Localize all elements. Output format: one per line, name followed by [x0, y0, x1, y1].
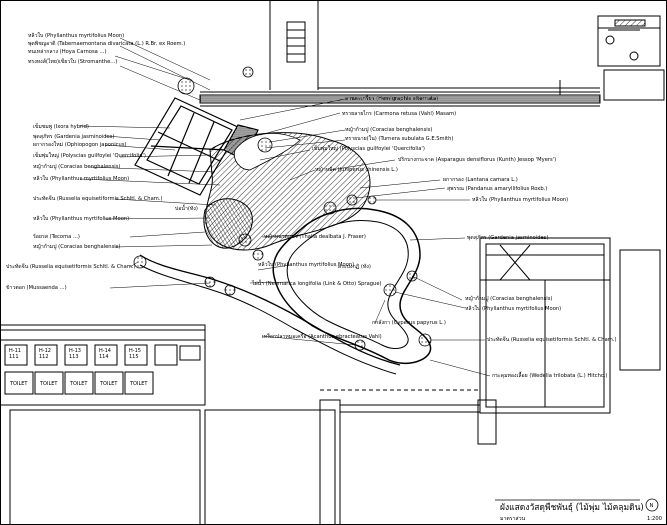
toilet-label: TOILET — [69, 381, 88, 387]
plant-label: ทนเหล่ากลาง (Hoya Carnosa ...) — [28, 49, 106, 55]
drawing-subtitle: มาตราส่วน — [500, 516, 525, 522]
pond-label: สระบงกฏิ (ทัง) — [338, 263, 371, 270]
plant-label: สุพรรณ (Pandanus amaryllifolius Roxb.) — [447, 186, 547, 192]
plant-label: หญ้าก้ามปู (Coracias benghalensis) — [345, 126, 432, 133]
drawing-scale: 1:200 — [647, 516, 662, 522]
plant-label: หญ้าหมิด (Juniperus chinensis L.) — [315, 166, 398, 173]
plant-label: ปริกบางกระจาด (Asparagus densiflorus (Ku… — [398, 156, 556, 163]
plant-label: ประทัดจีน (Russelia equisetiformis Schlt… — [487, 336, 617, 343]
toilet-label: TOILET — [9, 381, 28, 387]
footpath — [139, 254, 401, 366]
leader-lines — [79, 37, 491, 377]
plant-label: หลิวใบ (Phyllanthus myrtifolius Moon) — [33, 175, 129, 182]
building-right — [477, 237, 661, 445]
plant-label: ข้าวตอก (Mussaenda ...) — [6, 284, 67, 291]
plant-label: เหงือกปลาหมอเครือ (Acanthus ebracteatus … — [262, 333, 382, 340]
labels-center: หญ้าหนวดแมว (Thalia dealbata J. Fraser) … — [251, 233, 446, 340]
drawing-title: ผังแสดงวัสดุพืชพันธุ์ (ไม้พุ่ม ไม้คลุมดิ… — [500, 502, 644, 513]
plant-label: ผกากรองใหม่ (Ophiopogon japonicus) — [33, 141, 127, 148]
labels-right: ลานตะเกรียว (Hemigraphis alternata) ทราย… — [312, 95, 617, 379]
plant-label: พุดสุภัทร (Gardenia jasminoides) — [467, 234, 548, 241]
building-bottom — [9, 389, 480, 525]
plant-label: หญ้าก้ามปู (Coracias benghalensis) — [465, 295, 552, 302]
plant-label: ทรงหงส์(ไทย)เขียวใบ (Stromanthe...) — [28, 57, 117, 65]
plant-label: ทรายนาย(ใน) (Turnera subulata G.E.Smith) — [345, 135, 453, 142]
dormitory-block — [0, 324, 206, 406]
plant-label: ทรายลายไกร (Carmona retusa (Vahl) Masam) — [342, 109, 456, 117]
plant-label: กกลังกา (Cyperus papyrus L.) — [372, 319, 446, 326]
north-label: N — [650, 503, 654, 509]
title-block: ผังแสดงวัสดุพืชพันธุ์ (ไม้พุ่ม ไม้คลุมดิ… — [495, 498, 662, 522]
footpath-edge — [139, 264, 397, 375]
plant-label: เข็มชมพู (Ixora hybrid) — [33, 122, 89, 130]
pond-inner — [286, 220, 409, 349]
plant-label: ร้อยรส (Tecoma ...) — [33, 233, 80, 240]
plant-label: หลิวใบ (Phyllanthus myrtifolius Moon) — [472, 196, 568, 203]
toilet-label: TOILET — [129, 381, 148, 387]
building-top-right — [559, 15, 665, 102]
plant-label: หลิวใบ (Phyllanthus myrtifolius Moon) — [28, 32, 124, 39]
plant-label: เข็มพุ่มใหญ่ (Polyscias guilfoylei 'Quer… — [312, 144, 425, 152]
toilet-label: TOILET — [39, 381, 58, 387]
labels-left: หลิวใบ (Phyllanthus myrtifolius Moon) พุ… — [6, 32, 185, 291]
plant-label: พุดพิชญอาดิ (Tabernaemontana divaricata … — [28, 40, 185, 47]
plant-label: หญ้าก้ามปู (Coracias benghalensis) — [33, 163, 120, 170]
plant-label: เข็มพุ่มใหญ่ (Polyscias guilfoylei 'Quer… — [33, 151, 146, 159]
plant-label: หลิวใบ (Phyllanthus myrtifolius Moon) — [465, 305, 561, 312]
plant-label: หญ้าหนวดแมว (Thalia dealbata J. Fraser) — [264, 233, 366, 240]
plant-label: ประทัดจีน (Russelia equisetiformis Schlt… — [6, 263, 136, 270]
plant-label: หญ้าก้ามปู (Coracias benghalensis) — [33, 243, 120, 250]
shrub-masses — [133, 66, 432, 351]
lawn-area-west — [203, 198, 253, 249]
plant-label: หลิวใบ (Phyllanthus myrtifolius Moon) — [258, 261, 354, 268]
plant-label: กระดุมทองเลื้อย (Wedelia trilobata (L.) … — [492, 371, 607, 379]
plant-label: ลานตะเกรียว (Hemigraphis alternata) — [345, 95, 438, 102]
toilet-label: TOILET — [99, 381, 118, 387]
top-corridor — [199, 0, 601, 107]
plant-label: ผกากรอง (Lantana camara L.) — [443, 177, 518, 183]
pond-outer — [272, 207, 432, 365]
north-arrow-icon — [645, 498, 659, 512]
lawn-label: บ่อน้ำ(ทัง) — [175, 204, 198, 212]
plant-label: ไผ่น้ำ (Neomarica longifolia (Link & Ott… — [251, 279, 382, 287]
plant-label: หลิวใบ (Phyllanthus myrtifolius Moon) — [33, 215, 129, 222]
plant-label: พุดสุภัทร (Gardenia jasminoides) — [33, 133, 114, 140]
plant-label: ประทัดจีน (Russelia equisetiformis Schlt… — [33, 195, 163, 202]
